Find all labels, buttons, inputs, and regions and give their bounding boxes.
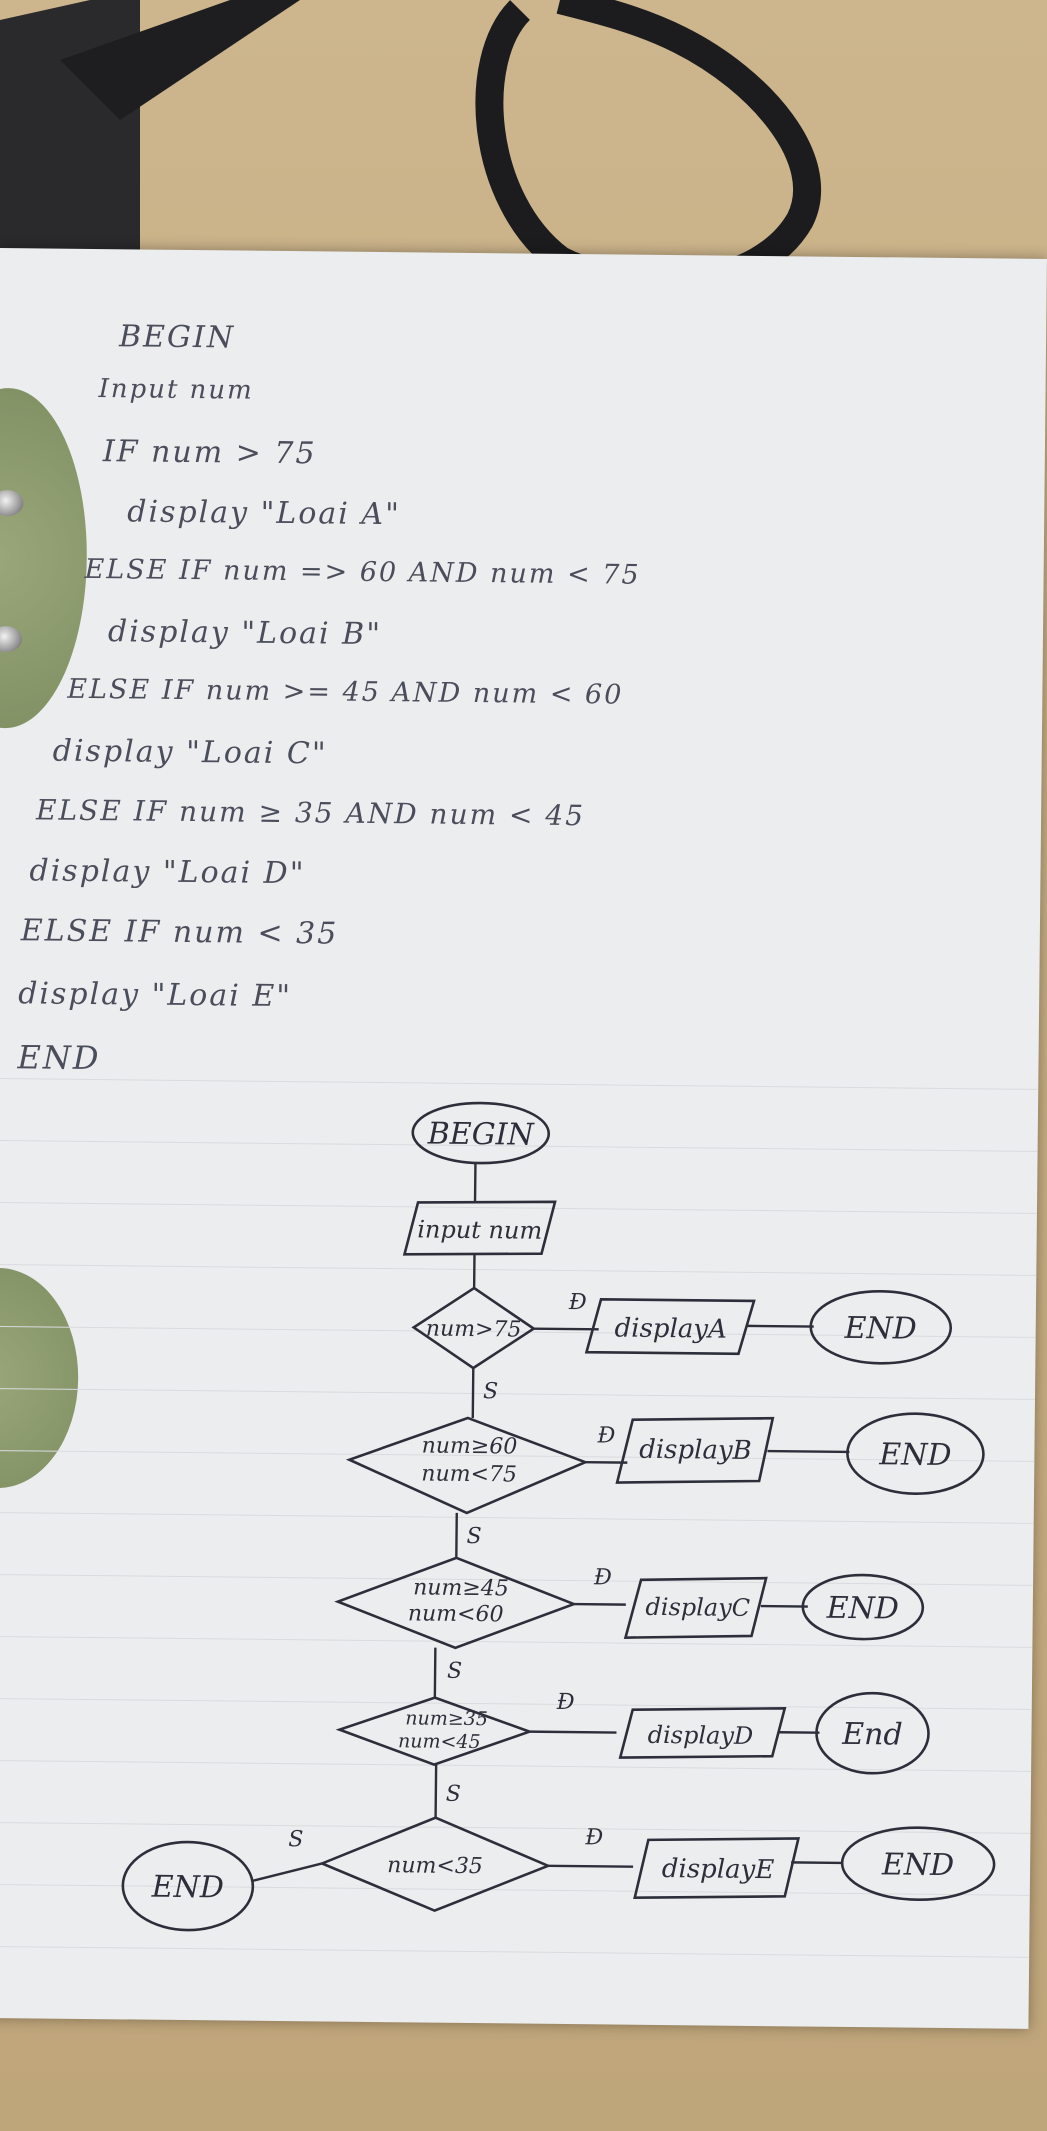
display-2 <box>615 1416 775 1484</box>
end-1-label: END <box>843 1311 917 1347</box>
end-2 <box>846 1412 985 1495</box>
decision-2 <box>345 1416 589 1515</box>
end-3-label: END <box>826 1591 900 1627</box>
decision-1-label: num>75 <box>426 1317 522 1343</box>
end-5-label: END <box>881 1847 955 1883</box>
decision-5 <box>318 1816 552 1913</box>
display-4-label: displayD <box>648 1721 754 1750</box>
decision-5-label: num<35 <box>387 1853 483 1879</box>
end-3 <box>801 1573 925 1641</box>
decision-4 <box>335 1696 534 1767</box>
display-5 <box>633 1837 801 1900</box>
yes-label-5: Đ <box>584 1825 603 1850</box>
input-label: input num <box>417 1215 542 1244</box>
begin-label: BEGIN <box>427 1117 536 1153</box>
final-end-label: END <box>151 1870 225 1906</box>
display-5-label: displayE <box>662 1854 775 1885</box>
end-2-label: END <box>878 1437 952 1473</box>
display-4 <box>618 1706 787 1759</box>
final-end <box>121 1840 255 1932</box>
display-1-label: displayA <box>614 1313 727 1344</box>
charger-cable <box>0 0 822 298</box>
notebook-page: BEGIN Input num IF num > 75 display "Loa… <box>0 248 1047 2029</box>
display-1 <box>584 1298 756 1356</box>
decision-2-line-1: num≥60 <box>422 1433 518 1459</box>
yes-label-3: Đ <box>593 1565 612 1590</box>
no-label-3: S <box>447 1659 462 1684</box>
yes-label-4: Đ <box>556 1690 575 1715</box>
end-4 <box>815 1691 930 1775</box>
display-2-label: displayB <box>639 1435 752 1466</box>
display-3-label: displayC <box>645 1593 750 1622</box>
decision-4-line-1: num≥35 <box>405 1707 488 1730</box>
begin-terminal <box>411 1101 551 1165</box>
yes-label-2: Đ <box>596 1423 615 1448</box>
end-4-label: End <box>841 1717 903 1753</box>
end-1 <box>809 1289 953 1365</box>
decision-3-line-2: num<60 <box>408 1601 504 1627</box>
display-3 <box>623 1576 768 1639</box>
no-label-2: S <box>466 1524 481 1549</box>
decision-2-line-2: num<75 <box>421 1461 517 1487</box>
decision-3-line-1: num≥45 <box>413 1575 509 1601</box>
no-label-4: S <box>446 1782 461 1807</box>
no-label-5: S <box>288 1827 303 1852</box>
yes-label-1: Đ <box>568 1290 587 1315</box>
input-parallelogram <box>402 1200 557 1256</box>
end-5 <box>840 1826 996 1902</box>
flowchart: BEGIN input num num>75 Đ displayA END S … <box>121 1101 996 1932</box>
no-label-1: S <box>483 1379 498 1404</box>
decision-4-line-2: num<45 <box>398 1730 481 1753</box>
decision-3 <box>334 1556 578 1650</box>
